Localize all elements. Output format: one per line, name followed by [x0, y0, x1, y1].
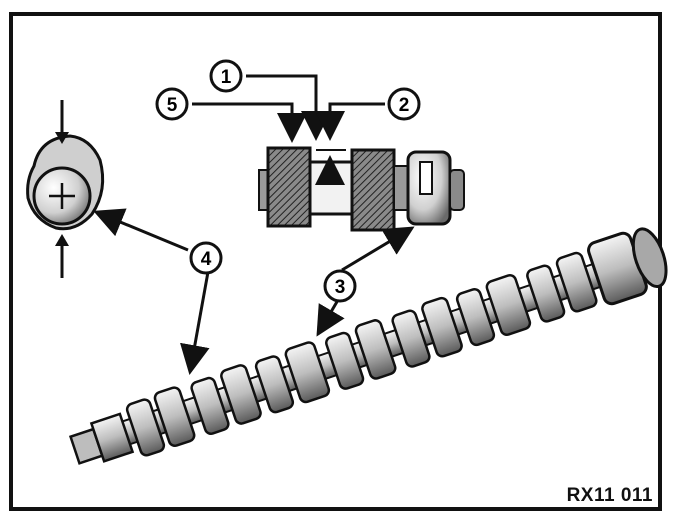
- leader-lines: [93, 74, 415, 375]
- svg-text:2: 2: [399, 95, 410, 116]
- leader-1: [246, 74, 331, 141]
- svg-text:3: 3: [335, 277, 346, 298]
- plus-icon: [49, 183, 75, 209]
- callout-5: 5: [155, 87, 189, 121]
- leader-4a: [93, 208, 189, 252]
- leader-3b: [316, 299, 345, 337]
- callout-2: 2: [387, 87, 421, 121]
- leader-4b: [180, 271, 210, 375]
- svg-text:1: 1: [221, 67, 232, 88]
- figure-code: RX11 011: [566, 485, 653, 506]
- callout-4: 4: [189, 241, 223, 275]
- lobe-cross-section: [26, 100, 105, 278]
- leader-5: [192, 102, 307, 143]
- journal-detail: [258, 146, 465, 232]
- arrow-up-icon: [55, 234, 69, 278]
- callout-1: 1: [209, 59, 243, 93]
- svg-text:4: 4: [201, 249, 212, 270]
- camshaft: [68, 227, 668, 465]
- arrow-down-icon: [55, 100, 69, 144]
- leader-3a: [341, 226, 415, 272]
- svg-text:5: 5: [167, 95, 178, 116]
- callout-3: 3: [323, 269, 357, 303]
- leader-2: [315, 102, 385, 141]
- camshaft-lobes: [125, 251, 598, 457]
